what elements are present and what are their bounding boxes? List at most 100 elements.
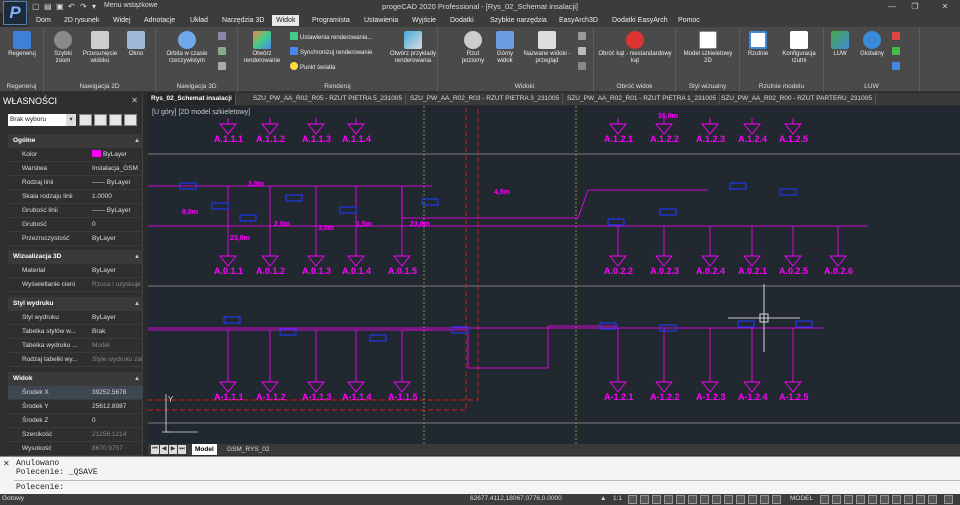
menu-dodatki-easyarch[interactable]: Dodatki EasyArch — [612, 17, 668, 24]
konfiguracja-rzutni-button[interactable]: Konfiguracja rzutni — [776, 31, 822, 65]
model-space-toggle[interactable]: MODEL — [790, 495, 814, 502]
ucs-3point-icon[interactable] — [892, 47, 902, 56]
prop-row[interactable]: Grubość linii—— ByLayer — [8, 204, 143, 218]
prop-row[interactable]: Tabelka wydruku ...Model — [8, 339, 143, 353]
annotation-monitor-icon[interactable] — [772, 495, 781, 504]
app-logo[interactable]: P — [3, 1, 27, 25]
luw-button[interactable]: LUW — [828, 31, 852, 58]
quick-select-icon[interactable] — [109, 114, 122, 126]
hardware-accel-icon[interactable] — [856, 495, 865, 504]
prop-row[interactable]: Rodzaj tabelki wy...Style wydruku zale..… — [8, 353, 143, 367]
zoom-out-icon[interactable] — [892, 495, 901, 504]
grid-icon[interactable] — [640, 495, 649, 504]
gizmo-icon[interactable] — [760, 495, 769, 504]
new-file-icon[interactable]: ▢ — [32, 2, 40, 11]
section-ogolne[interactable]: Ogólne▲ — [8, 134, 143, 148]
szybki-zoom-button[interactable]: Szybki zoom — [48, 31, 78, 65]
doc-tab[interactable]: SZU_PW_AA_R02_R01 - RZUT PIETRA 1_231005 — [564, 93, 721, 105]
zoom-in-icon[interactable] — [880, 495, 889, 504]
close-icon[interactable]: ✕ — [3, 459, 10, 468]
tab-layout[interactable]: GSM_RYS_02 — [227, 446, 270, 453]
menu-szybkie-narzedzia[interactable]: Szybkie narzędzia — [490, 17, 547, 24]
close-button[interactable]: ✕ — [941, 2, 949, 11]
menu-narzedzia-3d[interactable]: Narzędzia 3D — [222, 17, 265, 24]
menu-wyjscie[interactable]: Wyjście — [412, 17, 437, 24]
otrack-icon[interactable] — [688, 495, 697, 504]
doc-tab[interactable]: SZU_PW_AA_R02_R00 - RZUT PARTERU_231005 — [718, 93, 877, 105]
section-widok[interactable]: Widok▲ — [8, 372, 143, 386]
menu-uklad[interactable]: Układ — [190, 17, 208, 24]
redo-icon[interactable]: ↷ — [80, 2, 87, 11]
menu-programista[interactable]: Programista — [312, 17, 350, 24]
command-prompt[interactable]: Polecenie: — [16, 483, 65, 492]
first-tab-icon[interactable]: ⏮ — [151, 445, 159, 454]
doc-tab[interactable]: SZU_PW_AA_R02_R05 - RZUT PIETRA 5_231005 — [250, 93, 407, 105]
menu-adnotacje[interactable]: Adnotacje — [144, 17, 176, 24]
select-objects-icon[interactable] — [94, 114, 107, 126]
ustawienia-renderowania-button[interactable]: Ustawienia renderowania... — [290, 32, 372, 41]
steering-wheel-icon[interactable] — [218, 32, 228, 41]
orbita-button[interactable]: Orbita w czasie rzeczywistym — [160, 31, 214, 65]
otworz-przyklady-button[interactable]: Otwórz przykłady renderowania — [390, 31, 436, 65]
przesuniecie-widoku-button[interactable]: Przesunięcie widoku — [82, 31, 118, 65]
tab-model[interactable]: Model — [192, 444, 217, 455]
lock-icon[interactable] — [832, 495, 841, 504]
pan-icon[interactable] — [904, 495, 913, 504]
menu-dom[interactable]: Dom — [36, 17, 51, 24]
menu-pomoc[interactable]: Pomoc — [678, 17, 700, 24]
nazwane-widoki-button[interactable]: Nazwane widoki - przegląd — [522, 31, 572, 65]
prop-row[interactable]: Tabelka stylów w...Brak — [8, 325, 143, 339]
punkt-swiatla-button[interactable]: Punkt światła — [290, 62, 335, 71]
last-tab-icon[interactable]: ⏭ — [178, 445, 186, 454]
menu-dodatki[interactable]: Dodatki — [450, 17, 474, 24]
selection-cycling-icon[interactable] — [748, 495, 757, 504]
filter-icon[interactable] — [124, 114, 137, 126]
prop-row[interactable]: Rodzaj linii—— ByLayer — [8, 176, 143, 190]
snap-icon[interactable] — [628, 495, 637, 504]
camera-icon[interactable] — [578, 32, 588, 41]
quick-access-label[interactable]: Menu wstążkowe — [104, 2, 158, 9]
transparency-icon[interactable] — [736, 495, 745, 504]
ducs-icon[interactable] — [700, 495, 709, 504]
rzutnie-button[interactable]: Rzutnie — [742, 31, 774, 58]
view-settings-icon[interactable] — [578, 62, 588, 71]
customize-icon[interactable] — [928, 495, 937, 504]
obroc-kat-button[interactable]: Obróć kąt - niestandardowy kąt — [598, 31, 672, 65]
synchronizuj-renderowanie-button[interactable]: Synchronizuj renderowanie — [290, 47, 372, 56]
minimize-button[interactable]: — — [888, 2, 896, 11]
regeneruj-button[interactable]: Regeneruj — [4, 31, 40, 58]
globalny-button[interactable]: Globalny — [856, 31, 888, 58]
lineweight-icon[interactable] — [724, 495, 733, 504]
workspace-icon[interactable] — [820, 495, 829, 504]
open-file-icon[interactable]: ▤ — [44, 2, 52, 11]
menu-easyarch3d[interactable]: EasyArch3D — [559, 17, 598, 24]
ucs-view-icon[interactable] — [892, 62, 902, 71]
clean-screen-icon[interactable] — [868, 495, 877, 504]
polar-icon[interactable] — [664, 495, 673, 504]
gorny-widok-button[interactable]: Górny widok — [490, 31, 520, 65]
ucs-origin-icon[interactable] — [892, 32, 902, 41]
menu-ustawienia[interactable]: Ustawienia — [364, 17, 399, 24]
undo-icon[interactable]: ↶ — [68, 2, 75, 11]
prev-tab-icon[interactable]: ◀ — [160, 445, 168, 454]
selection-dropdown[interactable]: Brak wyboru ▾ — [8, 114, 76, 126]
ortho-icon[interactable] — [652, 495, 661, 504]
quick-access-dropdown-icon[interactable]: ▾ — [92, 2, 97, 11]
panel-close-icon[interactable]: ✕ — [131, 96, 138, 105]
save-icon[interactable]: ▣ — [56, 2, 64, 11]
okno-button[interactable]: Okno — [122, 31, 150, 58]
section-styl-wydruku[interactable]: Styl wydruku▲ — [8, 297, 143, 311]
next-tab-icon[interactable]: ▶ — [169, 445, 177, 454]
menu-2d-rysunek[interactable]: 2D rysunek — [64, 17, 100, 24]
doc-tab[interactable]: SZU_PW_AA_R02_R03 - RZUT PIETRA 3_231005 — [407, 93, 564, 105]
